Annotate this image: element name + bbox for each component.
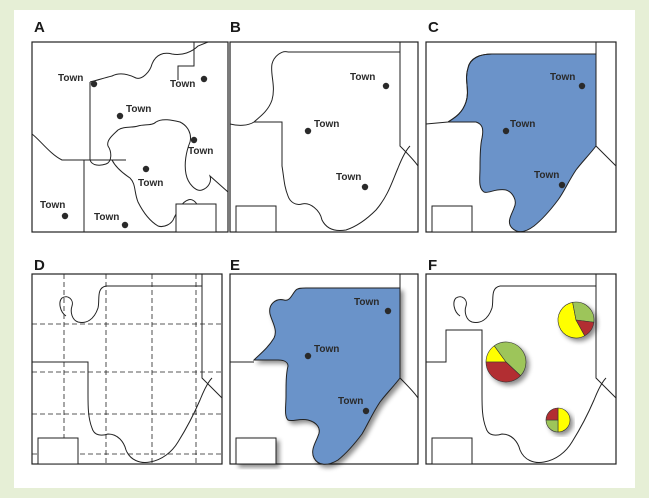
panel-letter-b: B: [230, 19, 241, 36]
pie-upper-right-slice-0: [557, 301, 586, 339]
panel-d-map: [31, 273, 223, 465]
town-label: Town: [94, 212, 119, 223]
town-label: Town: [314, 344, 339, 355]
panel-b-frame: [229, 41, 419, 233]
town-e-3: Town: [338, 396, 370, 415]
county-outline: [229, 42, 419, 231]
town-label: Town: [510, 119, 535, 130]
panel-letter-d: D: [34, 257, 45, 274]
pie-upper-right: [557, 301, 595, 339]
legend-box-f: [431, 437, 473, 465]
town-label: Town: [336, 172, 361, 183]
town-label: Town: [40, 200, 65, 211]
town-label: Town: [314, 119, 339, 130]
panel-a: A Town Town Town Town Town Town Town: [31, 19, 229, 233]
panel-c-map: Town Town Town: [425, 41, 617, 233]
legend-box-a: [175, 203, 217, 233]
town-e-2: Town: [304, 344, 339, 360]
town-label: Town: [188, 146, 213, 157]
county-outline: [426, 274, 617, 463]
legend-box-c: [431, 205, 473, 233]
town-a-3: Town: [116, 104, 151, 120]
town-label: Town: [550, 72, 575, 83]
panel-letter-f: F: [428, 257, 437, 274]
town-a-2: Town: [170, 75, 208, 90]
panel-d-frame: [31, 273, 223, 465]
town-label: Town: [58, 73, 83, 84]
pie-upper-right-slice-2: [575, 319, 595, 337]
town-label: Town: [534, 170, 559, 181]
pie-upper-right-slice-1: [572, 301, 595, 323]
panel-e-map: Town Town Town: [229, 273, 419, 465]
panel-letter-c: C: [428, 19, 439, 36]
panel-a-frame: [31, 41, 229, 233]
panel-f: F: [425, 257, 617, 465]
town-a-4: Town: [188, 136, 213, 157]
town-label: Town: [126, 104, 151, 115]
pie-charts: [485, 301, 595, 433]
town-label: Town: [170, 79, 195, 90]
town-b-1: Town: [350, 72, 390, 90]
town-label: Town: [350, 72, 375, 83]
county-boundaries: [31, 41, 229, 232]
pie-lower-slice-0: [557, 407, 571, 433]
panel-letter-a: A: [34, 19, 45, 36]
pie-left-large-slice-1: [493, 341, 527, 377]
town-a-5: Town: [138, 165, 163, 189]
pie-lower: [545, 407, 571, 433]
town-c-1: Town: [550, 72, 586, 90]
panel-e: E Town Town Town: [229, 257, 419, 465]
panel-letter-e: E: [230, 257, 240, 274]
panel-c: C Town Town Town: [425, 19, 617, 233]
pie-left-large-slice-2: [485, 361, 522, 383]
county-outline: [32, 274, 223, 463]
legend-box-d: [37, 437, 79, 465]
panel-f-map: [425, 273, 617, 465]
town-e-1: Town: [354, 297, 392, 315]
town-a-6: Town: [40, 200, 69, 220]
map-figure: A Town Town Town Town Town Town Town B T…: [31, 19, 617, 465]
figure-canvas: A Town Town Town Town Town Town Town B T…: [14, 10, 635, 488]
county-shape-raised: [252, 287, 401, 465]
panel-b-map: Town Town Town: [229, 41, 419, 233]
town-b-3: Town: [336, 172, 369, 191]
pie-lower-slice-2: [545, 407, 559, 421]
town-label: Town: [338, 396, 363, 407]
panel-d: D: [31, 257, 223, 465]
town-c-2: Town: [502, 119, 535, 135]
town-b-2: Town: [304, 119, 339, 135]
panel-a-map: Town Town Town Town Town Town Town: [31, 41, 229, 233]
county-outline: [425, 42, 617, 167]
town-label: Town: [354, 297, 379, 308]
town-label: Town: [138, 178, 163, 189]
panel-b: B Town Town Town: [229, 19, 419, 233]
legend-box-e: [235, 437, 277, 465]
legend-box-b: [235, 205, 277, 233]
town-a-1: Town: [58, 73, 98, 88]
pie-left-large: [485, 341, 527, 383]
town-c-3: Town: [534, 170, 566, 189]
town-a-7: Town: [94, 212, 129, 229]
